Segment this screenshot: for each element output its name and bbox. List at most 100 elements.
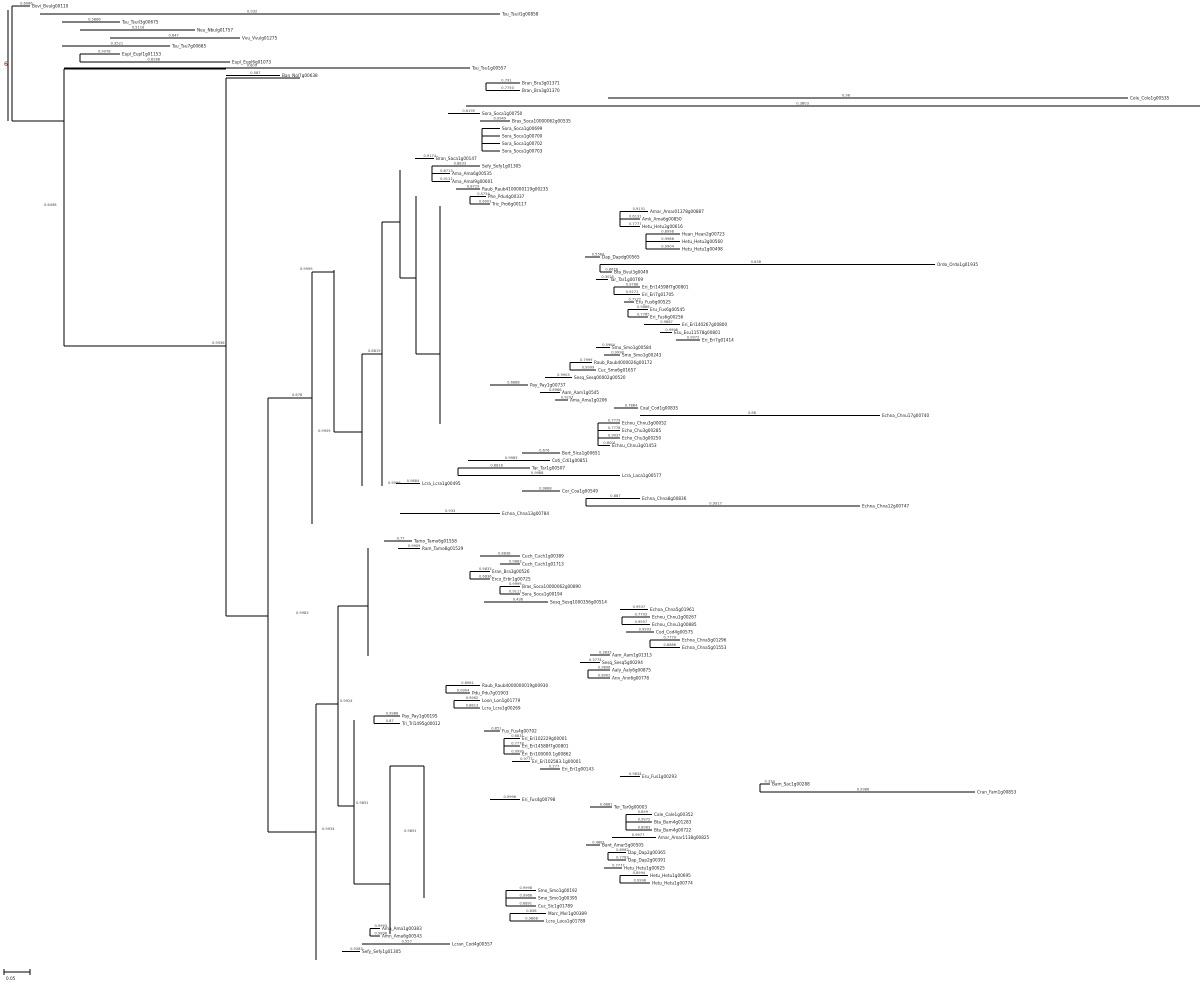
bottom-support-label: 0.4881 — [592, 841, 605, 845]
mid-support-label: 0.5754 — [477, 192, 490, 196]
bottom-leaf-label: Bta_Bam4g01283 — [654, 820, 692, 825]
mid-leaf-label: Sora_Soca1g00750 — [482, 111, 523, 116]
bottom-support-label: 0.9909 — [408, 544, 421, 548]
mid-support-label: 0.8986 — [549, 388, 562, 392]
bottom-leaf-label: Dap_Dap2g00391 — [628, 858, 666, 863]
bottom-leaf-label: Sefy_Sefy1g01305 — [362, 949, 401, 954]
mid-leaf-label: Tsu_Tsu1g00557 — [471, 66, 506, 71]
bottom-support-label: 0.436 — [513, 597, 524, 601]
bottom-leaf-label: Bta_Bam4g00722 — [654, 827, 692, 832]
mid-support-label: 0.9904 — [661, 245, 674, 249]
mid-support-label: 0.587 — [250, 71, 260, 75]
mid-support-label: 0.887 — [610, 494, 620, 498]
bottom-leaf-label: Amar_Amar1138g00825 — [658, 835, 710, 840]
top-support-label: 0.5886 — [88, 18, 101, 22]
bottom-leaf-label: Smo_Smo1g00395 — [538, 896, 578, 901]
bottom-leaf-label: Cuc_Sic1g01789 — [538, 903, 573, 908]
mid-leaf-label: Dap_Dapdg00565 — [602, 254, 640, 259]
mid-support-label: 0.933 — [445, 509, 455, 513]
bottom-leaf-label: Tri_Tri1495g00012 — [401, 721, 441, 726]
mid-leaf-label: Sora_Soca1g00703 — [502, 149, 543, 154]
bottom-support-label: 0.9972 — [638, 818, 651, 822]
bottom-support-label: 0.9834 — [629, 772, 642, 776]
mid-leaf-label: Raub_Raub4100000119g00235 — [482, 186, 548, 191]
bottom-leaf-label: Fus_Fus4g00702 — [502, 729, 537, 734]
tree-labels: Bovi_Bvulg001100.6086Tsu_Tsuil1g008580.9… — [20, 2, 1170, 954]
mid-leaf-label: Amar_Amar01378g00887 — [650, 209, 704, 214]
mid-support-label: 0.5564 — [592, 252, 605, 256]
mid-leaf-label: Cuc_Smo6g01657 — [598, 368, 636, 373]
bottom-support-label: 0.7777 — [612, 863, 625, 867]
bottom-leaf-label: Amn_Ama6g00543 — [382, 934, 422, 939]
bottom-leaf-label: Eru_Fus1g00293 — [642, 774, 677, 779]
bottom-leaf-label: Eri_Eri102229g00001 — [522, 736, 567, 741]
top-support-label: 0.9978 — [98, 50, 111, 54]
mid-leaf-label: Coal_Cod1g00835 — [640, 405, 678, 410]
bottom-leaf-label: Cuch_Cuch1g00389 — [522, 554, 564, 559]
mid-leaf-label: Ban_Nol7g00638 — [282, 73, 318, 78]
mid-leaf-label: Tric_Pro6g00117 — [491, 201, 527, 206]
mid-leaf-label: Tar_Tar1g00769 — [609, 277, 643, 282]
internal-support-label: 0.678 — [292, 393, 303, 397]
internal-support-label: 0.9959 — [318, 429, 331, 433]
mid-support-label: 0.7765 — [637, 313, 650, 317]
bottom-support-label: 0.8813 — [466, 704, 479, 708]
mid-leaf-label: Sefy_Sefy1g01305 — [482, 164, 521, 169]
mid-leaf-label: Echna_Chnu17g00740 — [882, 413, 929, 418]
mid-leaf-label: Eri_Eri140267g00800 — [682, 322, 727, 327]
mid-leaf-label: Raub_Raub4000026g00172 — [594, 360, 652, 365]
bottom-support-label: 0.77 — [397, 537, 405, 541]
bottom-leaf-label: Sesq_Sesq1000356g00514 — [550, 599, 607, 604]
mid-support-label: 0.9998 — [665, 328, 678, 332]
mid-leaf-label: Echna_Chna8g00836 — [642, 496, 687, 501]
bottom-support-label: 0.9993 — [375, 924, 388, 928]
root-marker: 6 — [4, 61, 8, 68]
bottom-leaf-label: Eri_Fus4g00798 — [522, 797, 556, 802]
bottom-leaf-label: Ram_Tamo8g01529 — [422, 546, 464, 551]
bottom-leaf-label: Bant_Amar5g00505 — [602, 843, 644, 848]
top-leaf-label: Vvu_Vvulg01275 — [242, 36, 278, 41]
bottom-leaf-label: Eri_Eri1g00143 — [562, 767, 594, 772]
bottom-leaf-label: Eri_Eri102583.1g00001 — [532, 759, 581, 764]
mid-support-label: 0.7999 — [580, 358, 593, 362]
mid-support-label: 0.88 — [748, 411, 757, 415]
mid-leaf-label: Ama_Ama6g00535 — [452, 171, 492, 176]
bottom-support-label: 0.9383 — [350, 947, 363, 951]
bottom-leaf-label: Ann_Ann6g00778 — [612, 675, 649, 680]
internal-support-label: 0.9999 — [300, 267, 313, 271]
mid-leaf-label: Eri_Eri7g01705 — [642, 292, 674, 297]
bottom-leaf-label: Lcra_Lcra1g00269 — [482, 706, 521, 711]
top-leaf-label: Tsu_Tsu7g00685 — [171, 44, 206, 49]
mid-support-label: 0.6888 — [507, 381, 520, 385]
bottom-support-label: 0.7779 — [664, 635, 677, 639]
bottom-leaf-label: Lcran_Cod4g00557 — [452, 941, 493, 946]
mid-leaf-label: Bran_Bra3g01370 — [522, 88, 560, 93]
bottom-leaf-label: Eri_Eri14588f7g00801 — [522, 744, 569, 749]
mid-leaf-label: Sesq_Sesq00002g00520 — [574, 375, 626, 380]
bottom-leaf-label: Sora_Soca1g00194 — [522, 592, 563, 597]
bottom-support-label: 0.6881 — [600, 803, 613, 807]
bottom-leaf-label: Dap_Dap2g00365 — [628, 850, 666, 855]
mid-support-label: 0.791 — [501, 79, 511, 83]
mid-leaf-label: Phe_Pdu4g00337 — [488, 194, 525, 199]
bottom-support-label: 0.9111 — [509, 590, 522, 594]
mid-leaf-label: Cole_Cole1g00535 — [1130, 96, 1170, 101]
mid-leaf-label: Hetu_Hetu3g00560 — [682, 239, 723, 244]
mid-leaf-label: Eri_Fus6g00256 — [650, 315, 684, 320]
mid-leaf-label: Lcra_Laca1g00577 — [622, 473, 662, 478]
top-leaf-label: Eupl_Eupl1g01153 — [122, 52, 161, 57]
bottom-support-label: 0.8994 — [633, 871, 646, 875]
bottom-leaf-label: Lcra_Laca1g01789 — [546, 919, 586, 924]
bottom-support-label: 0.9998 — [520, 886, 533, 890]
bottom-support-label: 0.7783 — [616, 856, 629, 860]
mid-leaf-label: Eri_Eri7g01414 — [702, 337, 734, 342]
bottom-support-label: 0.8983 — [638, 825, 651, 829]
internal-support-label: 0.9936 — [212, 341, 225, 345]
mid-leaf-label: Echna_Chna12g00747 — [862, 503, 909, 508]
top-support-label: 0.3521 — [111, 42, 124, 46]
mid-support-label: 0.8678 — [605, 267, 618, 271]
bottom-support-label: 0.9896 — [375, 932, 388, 936]
bottom-leaf-label: Bam_Sac1g00288 — [772, 782, 810, 787]
bottom-support-label: 0.851 — [491, 727, 501, 731]
mid-support-label: 0.8729 — [467, 184, 480, 188]
